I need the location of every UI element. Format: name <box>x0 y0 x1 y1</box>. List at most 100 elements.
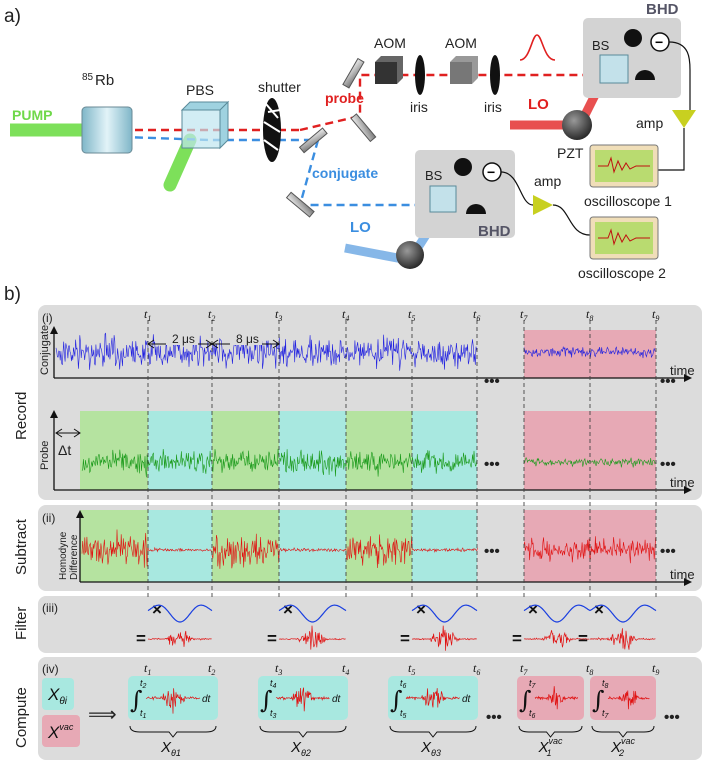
filter-mode <box>523 604 591 623</box>
rb-label: Rb <box>95 72 114 89</box>
integral-sign: ∫ <box>519 686 532 714</box>
subtract-top-sign: − <box>655 34 663 50</box>
shutter <box>263 98 281 162</box>
delta-t: Δt <box>58 442 71 458</box>
integral-sign: ∫ <box>130 686 143 714</box>
amp-top <box>672 110 696 128</box>
integral-upper: t7 <box>529 678 537 690</box>
detector-bottom-2 <box>466 204 486 214</box>
ellipsis-compute-end: ••• <box>664 709 680 726</box>
bhd-top-label: BHD <box>646 1 679 18</box>
pbs-label: PBS <box>186 82 214 98</box>
integrand-signal <box>607 690 650 710</box>
integral-lower: t5 <box>400 708 407 720</box>
filter-mode <box>278 604 347 623</box>
aom-1-label: AOM <box>374 35 406 51</box>
time-marker-7: t7 <box>520 307 528 323</box>
bs-top-cube <box>599 54 629 84</box>
probe-band <box>148 411 212 490</box>
compute-time-1: t1 <box>144 661 151 677</box>
compute-time-9: t9 <box>652 661 659 677</box>
pzt-mirror <box>562 110 592 140</box>
difference-band <box>279 510 346 582</box>
compute-time-3: t3 <box>275 661 282 677</box>
integral-sign: ∫ <box>592 686 605 714</box>
brace <box>518 725 583 738</box>
filtered-signal <box>411 625 477 651</box>
brace <box>389 725 477 738</box>
time-marker-3: t3 <box>275 307 282 323</box>
equals-sign: = <box>400 629 410 648</box>
compute-label: Compute <box>13 687 30 748</box>
bs-top-label: BS <box>592 38 610 53</box>
integral-upper: t4 <box>270 678 277 690</box>
legend-theta-box <box>42 678 74 710</box>
filter-mode <box>411 604 478 623</box>
pzt-label: PZT <box>557 145 584 161</box>
integral-lower: t1 <box>140 708 147 720</box>
time-marker-5: t5 <box>408 307 415 323</box>
mirror-conj-bottom <box>285 191 315 218</box>
brace <box>591 725 655 738</box>
panel-a: a) 85 Rb PUMP PBS shutter probe <box>4 1 696 281</box>
conjugate-label: conjugate <box>312 165 378 181</box>
sub-label-ii: (ii) <box>42 511 55 525</box>
conjugate-beam-1 <box>95 134 318 142</box>
time-label-conjugate: time <box>670 363 695 378</box>
amp-bottom-wire <box>552 204 591 236</box>
probe-axes <box>50 410 692 494</box>
panel-b-label: b) <box>4 284 21 305</box>
ellipsis-conjugate-end: ••• <box>660 373 676 390</box>
aom-1 <box>375 56 403 84</box>
probe-band <box>412 411 477 490</box>
bhd-bottom-wire <box>500 171 534 206</box>
multiply-sign: × <box>152 600 162 619</box>
oscilloscope-1-trace <box>598 156 650 174</box>
mirror-probe-bottom <box>350 113 377 143</box>
multiply-sign: × <box>528 600 538 619</box>
aom-2-label: AOM <box>445 35 477 51</box>
integrand-signal <box>534 686 578 710</box>
equals-sign: = <box>578 629 588 648</box>
integral-box <box>128 676 218 720</box>
detector-top-1 <box>624 29 642 47</box>
legend-vac: Xvac <box>47 722 74 742</box>
aom-2 <box>450 56 478 84</box>
integrand-signal <box>275 687 330 712</box>
difference-band <box>148 510 212 582</box>
mirror-probe-top <box>342 57 365 89</box>
dt-label: dt <box>462 694 472 705</box>
panel-a-label: a) <box>4 6 21 27</box>
mirror-conj-top <box>298 127 328 154</box>
implies-arrow: ⟹ <box>88 704 117 726</box>
subtract-bottom-sign: − <box>487 164 495 180</box>
filtered-signal <box>278 625 346 650</box>
equals-sign: = <box>136 629 146 648</box>
integral-box <box>388 676 478 720</box>
multiply-sign: × <box>283 600 293 619</box>
probe-band <box>80 411 148 490</box>
pbs-cube-side <box>180 100 230 150</box>
difference-axis-label-1: Homodyne <box>58 531 69 580</box>
amp-top-wire <box>658 128 685 171</box>
ellipsis-probe-end: ••• <box>660 456 676 473</box>
probe-band <box>279 411 346 490</box>
ellipsis-difference: ••• <box>484 543 500 560</box>
interval-2-bg <box>230 331 262 345</box>
compute-time-4: t4 <box>342 661 349 677</box>
integral-upper: t8 <box>602 678 609 690</box>
integrand-signal <box>405 688 460 708</box>
difference-axes <box>76 510 692 586</box>
amp-top-label: amp <box>636 115 663 131</box>
filter-mode <box>589 604 657 623</box>
iris-1 <box>415 55 425 95</box>
pbs-cube <box>181 109 221 149</box>
probe-band-vac <box>524 411 656 490</box>
compute-time-2: t2 <box>208 661 215 677</box>
time-marker-6: t6 <box>473 307 480 323</box>
lo-bottom-label: LO <box>350 219 371 236</box>
filter-label: Filter <box>13 607 30 640</box>
pulse-shape <box>519 34 556 61</box>
probe-band <box>212 411 279 490</box>
ellipsis-compute: ••• <box>486 709 502 726</box>
